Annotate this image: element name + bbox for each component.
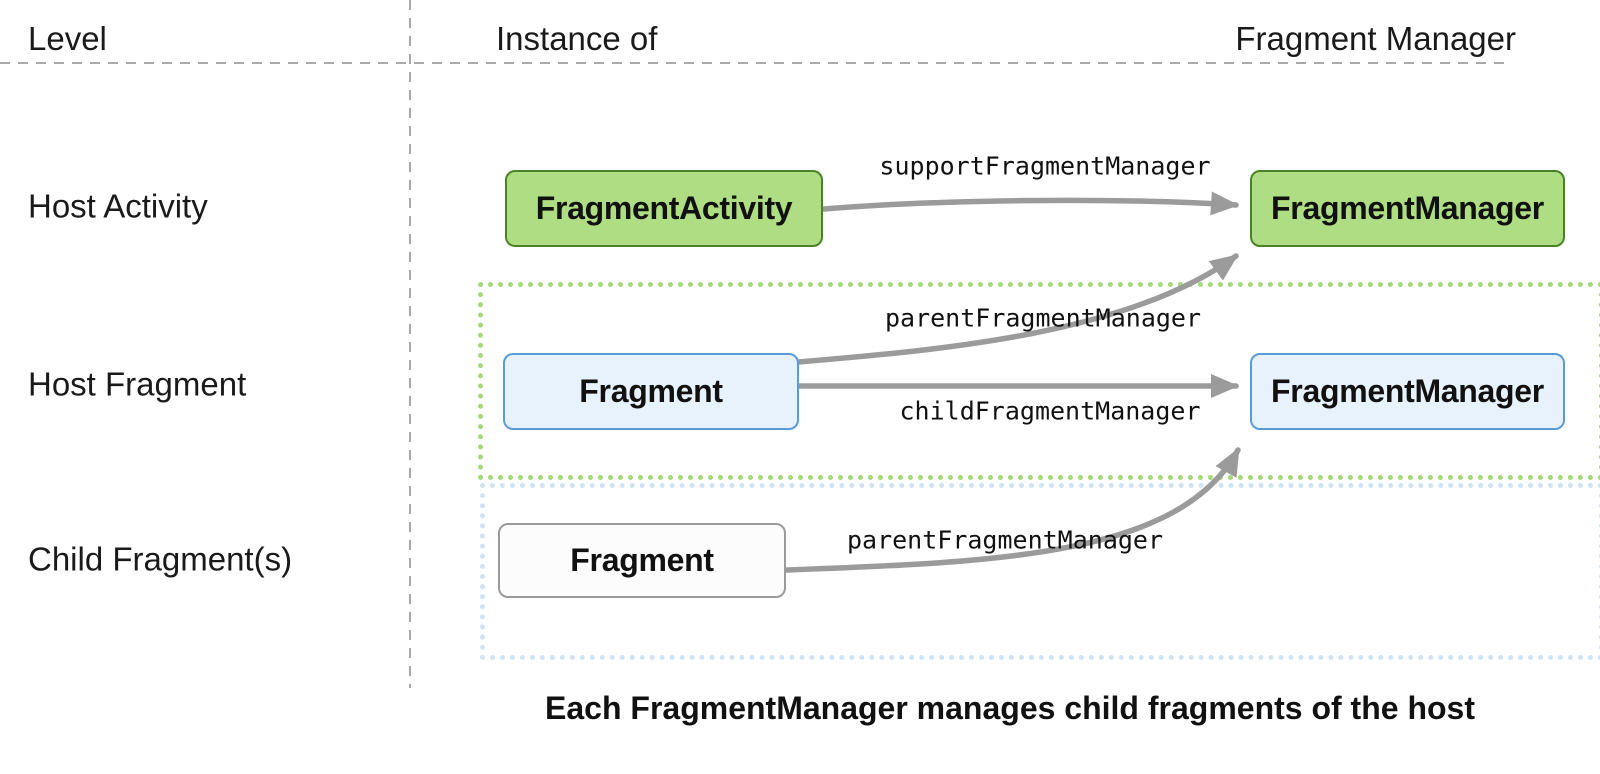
activity-fragment-manager-box: FragmentManager <box>1250 170 1565 247</box>
header-divider-dashed-line <box>0 62 1505 64</box>
label-parent-fragment-manager-host: parentFragmentManager <box>884 303 1202 333</box>
column-divider-dashed-line <box>409 0 411 688</box>
label-parent-fragment-manager-child: parentFragmentManager <box>846 525 1164 555</box>
row-label-host-activity: Host Activity <box>28 187 208 225</box>
label-support-fragment-manager: supportFragmentManager <box>879 151 1211 181</box>
arrow-support-fragment-manager <box>821 191 1239 216</box>
row-label-child-fragments: Child Fragment(s) <box>28 540 293 578</box>
host-fragment-manager-box: FragmentManager <box>1250 353 1565 430</box>
diagram-caption: Each FragmentManager manages child fragm… <box>545 690 1475 726</box>
row-label-host-fragment: Host Fragment <box>28 365 247 403</box>
label-child-fragment-manager: childFragmentManager <box>899 396 1201 426</box>
column-header-fragment-manager: Fragment Manager <box>1235 20 1516 57</box>
child-fragment-box: Fragment <box>498 523 786 598</box>
host-fragment-box: Fragment <box>503 353 799 430</box>
fragment-activity-box: FragmentActivity <box>505 170 823 247</box>
column-header-instance-of: Instance of <box>496 20 658 57</box>
column-header-level: Level <box>28 20 107 57</box>
